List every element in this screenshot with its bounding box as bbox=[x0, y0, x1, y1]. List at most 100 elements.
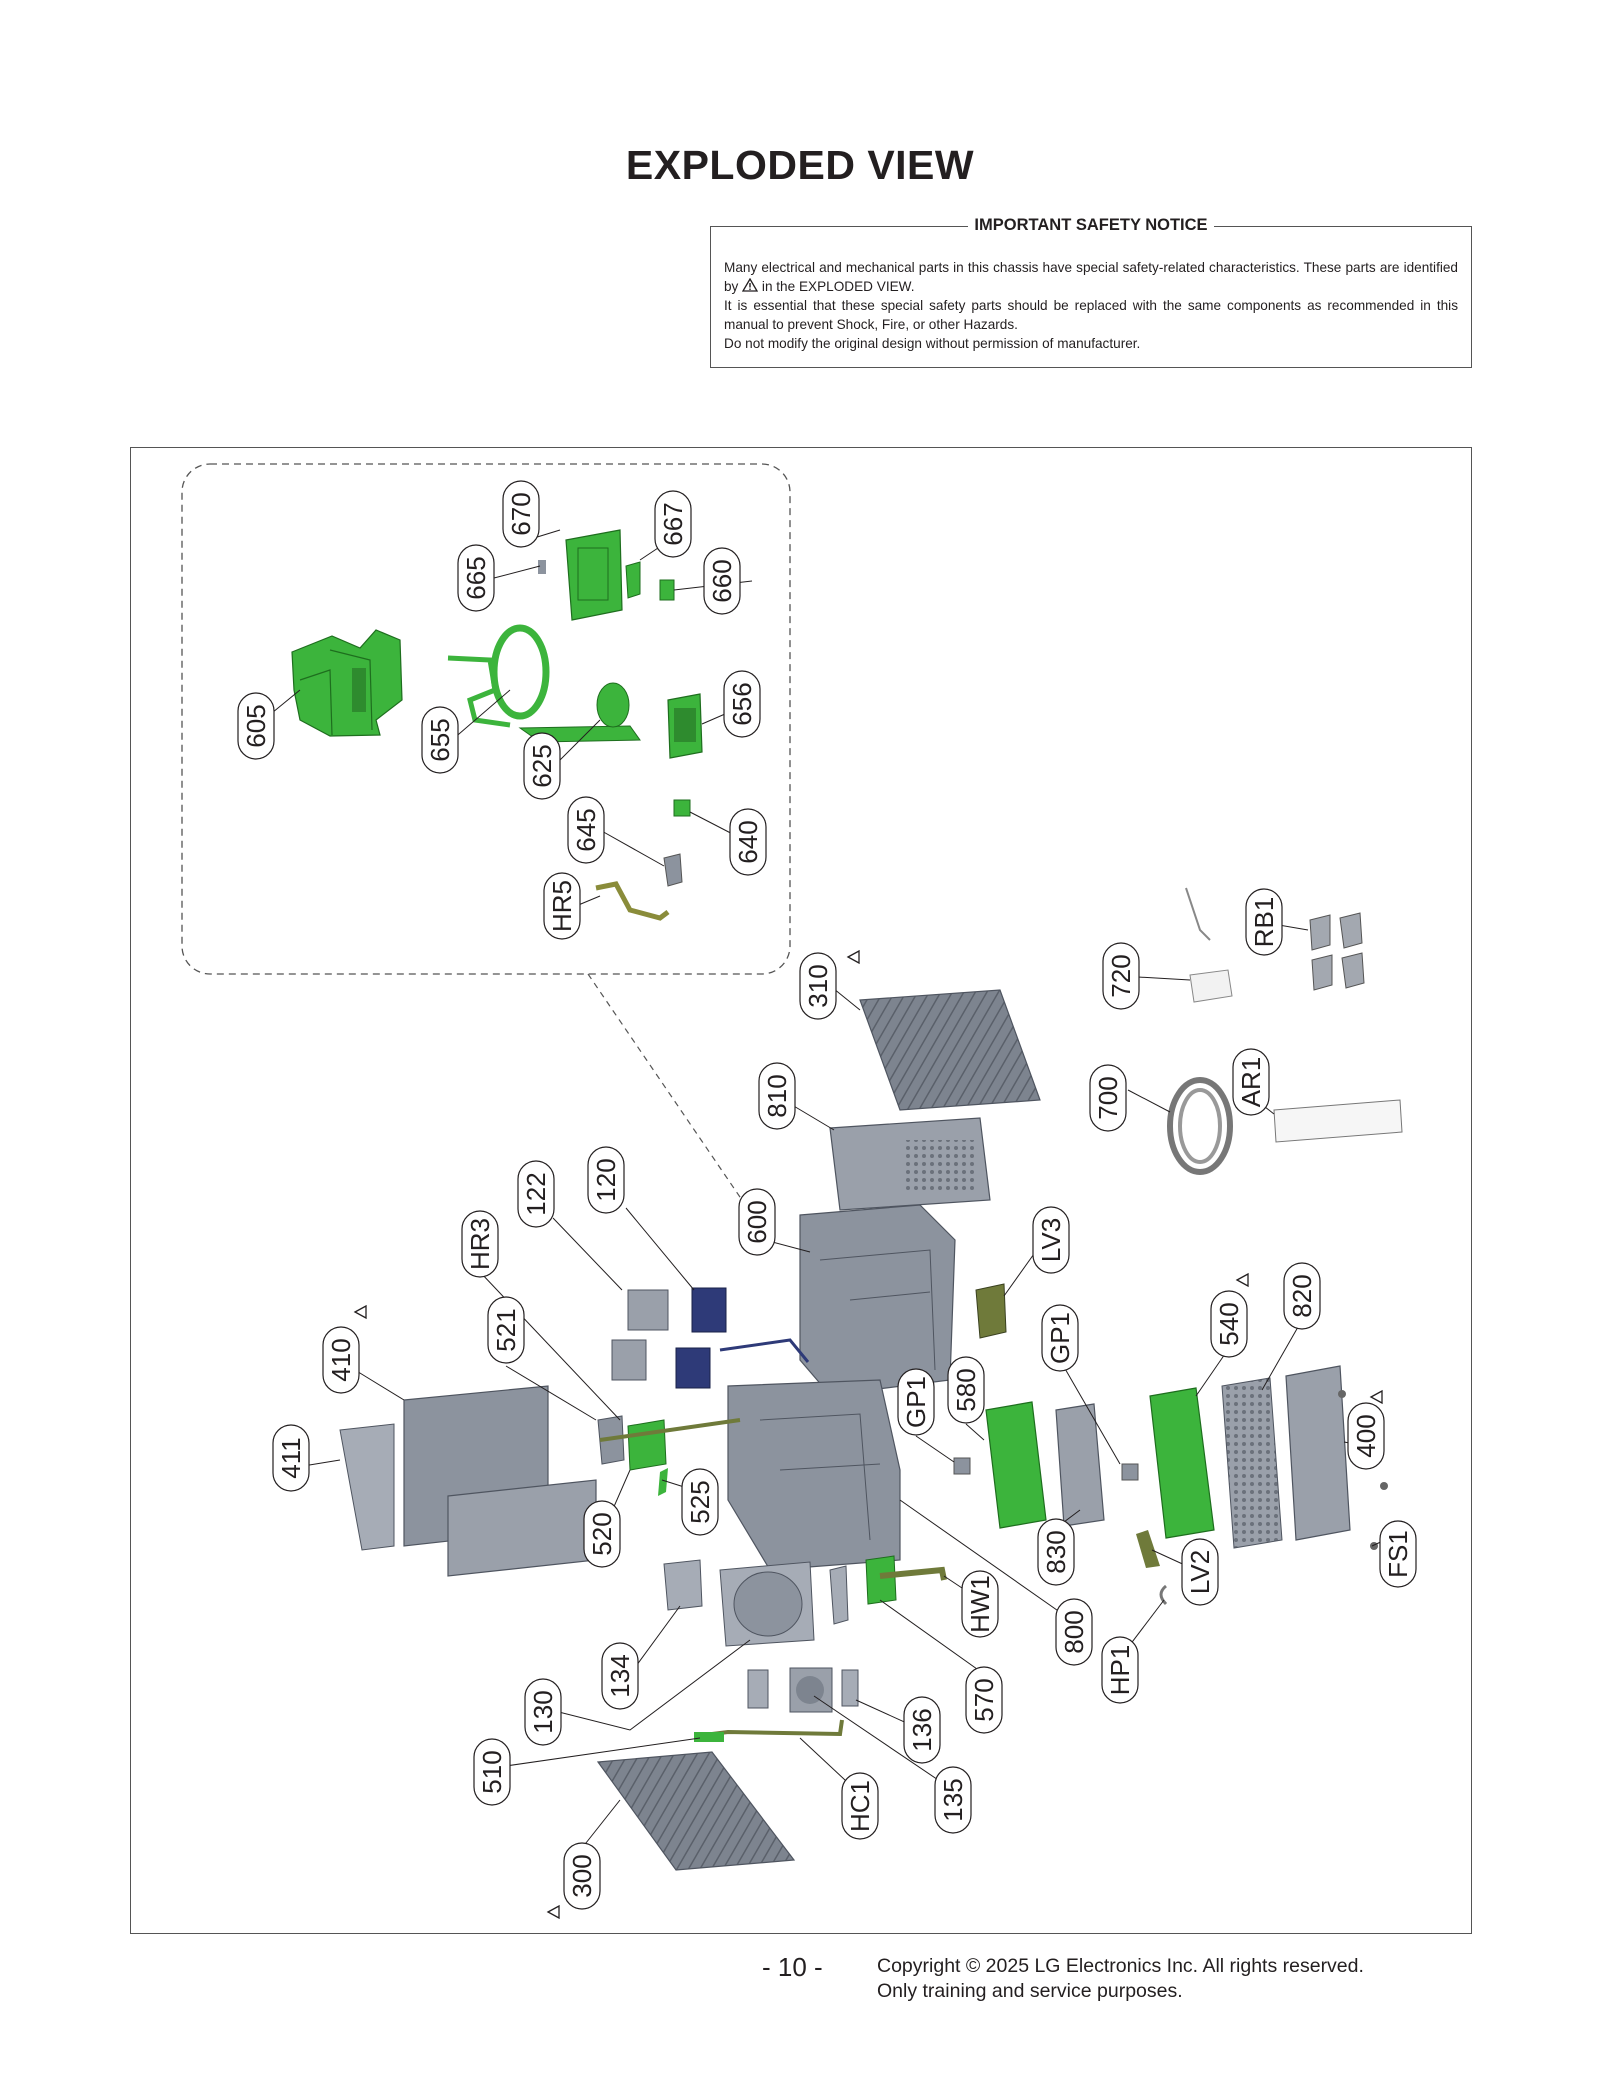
callout-625: 625 bbox=[523, 732, 561, 800]
callout-LV2: LV2 bbox=[1181, 1538, 1219, 1606]
callout-520: 520 bbox=[583, 1500, 621, 1568]
svg-text:540: 540 bbox=[1214, 1302, 1244, 1345]
callout-660: 660 bbox=[703, 547, 741, 615]
callout-656: 656 bbox=[723, 670, 761, 738]
callout-120: 120 bbox=[587, 1146, 625, 1214]
svg-text:LV2: LV2 bbox=[1185, 1550, 1215, 1594]
svg-text:HR3: HR3 bbox=[465, 1218, 495, 1270]
svg-text:670: 670 bbox=[506, 492, 536, 535]
callout-605: 605 bbox=[237, 692, 275, 760]
svg-text:AR1: AR1 bbox=[1236, 1057, 1266, 1108]
safety-notice-heading: IMPORTANT SAFETY NOTICE bbox=[711, 216, 1471, 235]
svg-text:134: 134 bbox=[605, 1654, 635, 1697]
svg-text:700: 700 bbox=[1093, 1076, 1123, 1119]
callout-655: 655 bbox=[421, 706, 459, 774]
callout-810: 810 bbox=[758, 1062, 796, 1130]
safety-notice-box: IMPORTANT SAFETY NOTICE Many electrical … bbox=[710, 216, 1472, 368]
svg-text:130: 130 bbox=[528, 1690, 558, 1733]
diagram-frame bbox=[130, 447, 1472, 1934]
callout-640: 640 bbox=[729, 808, 767, 876]
warning-triangle-icon bbox=[742, 277, 759, 292]
copyright-line: Copyright © 2025 LG Electronics Inc. All… bbox=[877, 1955, 1364, 1977]
warning-icon bbox=[1235, 1272, 1249, 1288]
callout-labels: 670 667 665 660 605 655 625 656 645 640 … bbox=[237, 480, 1417, 1910]
main-parts bbox=[339, 887, 1403, 1871]
callout-130: 130 bbox=[524, 1678, 562, 1746]
page-title: EXPLODED VIEW bbox=[625, 142, 975, 188]
svg-text:521: 521 bbox=[491, 1308, 521, 1351]
callout-525: 525 bbox=[681, 1468, 719, 1536]
callout-HR5: HR5 bbox=[543, 872, 581, 940]
page-number: - 10 - bbox=[762, 1952, 823, 1982]
svg-text:520: 520 bbox=[587, 1512, 617, 1555]
svg-text:667: 667 bbox=[658, 502, 688, 545]
svg-text:300: 300 bbox=[567, 1854, 597, 1897]
callout-600: 600 bbox=[738, 1188, 776, 1256]
warning-icon bbox=[1369, 1389, 1383, 1405]
safety-notice-line-2: It is essential that these special safet… bbox=[724, 298, 1458, 332]
callout-FS1: FS1 bbox=[1379, 1520, 1417, 1588]
callout-540: 540 bbox=[1210, 1290, 1248, 1358]
svg-text:645: 645 bbox=[571, 808, 601, 851]
callout-820: 820 bbox=[1283, 1262, 1321, 1330]
callout-670: 670 bbox=[502, 480, 540, 548]
warning-icon bbox=[353, 1304, 367, 1320]
callout-HC1: HC1 bbox=[841, 1772, 879, 1840]
callout-HW1: HW1 bbox=[961, 1570, 999, 1638]
svg-text:665: 665 bbox=[461, 556, 491, 599]
svg-text:HP1: HP1 bbox=[1105, 1645, 1135, 1696]
svg-text:400: 400 bbox=[1351, 1414, 1381, 1457]
callout-LV3: LV3 bbox=[1032, 1206, 1070, 1274]
svg-text:625: 625 bbox=[527, 744, 557, 787]
leader-lines bbox=[255, 529, 1386, 1849]
callout-HP1: HP1 bbox=[1101, 1636, 1139, 1704]
detail-inset-border bbox=[181, 463, 791, 975]
svg-text:410: 410 bbox=[326, 1338, 356, 1381]
svg-text:655: 655 bbox=[425, 718, 455, 761]
svg-text:120: 120 bbox=[591, 1158, 621, 1201]
svg-text:GP1: GP1 bbox=[1045, 1312, 1075, 1364]
warning-icon bbox=[546, 1904, 560, 1920]
svg-text:FS1: FS1 bbox=[1383, 1530, 1413, 1578]
callout-134: 134 bbox=[601, 1642, 639, 1710]
safety-notice-body: Many electrical and mechanical parts in … bbox=[724, 258, 1458, 353]
callout-135: 135 bbox=[934, 1766, 972, 1834]
callout-720: 720 bbox=[1102, 942, 1140, 1010]
callout-800: 800 bbox=[1055, 1598, 1093, 1666]
callout-122: 122 bbox=[517, 1160, 555, 1228]
callout-AR1: AR1 bbox=[1232, 1048, 1270, 1116]
callout-521: 521 bbox=[487, 1296, 525, 1364]
callout-830: 830 bbox=[1037, 1518, 1075, 1586]
svg-text:GP1: GP1 bbox=[901, 1376, 931, 1428]
svg-text:525: 525 bbox=[685, 1480, 715, 1523]
callout-RB1: RB1 bbox=[1245, 888, 1283, 956]
footer-copyright: Copyright © 2025 LG Electronics Inc. All… bbox=[877, 1954, 1364, 2004]
callout-GP1-left: GP1 bbox=[897, 1368, 935, 1436]
svg-text:411: 411 bbox=[276, 1437, 306, 1478]
svg-text:600: 600 bbox=[742, 1200, 772, 1243]
svg-text:135: 135 bbox=[938, 1778, 968, 1821]
callout-410: 410 bbox=[322, 1326, 360, 1394]
callout-510: 510 bbox=[473, 1738, 511, 1806]
callout-411: 411 bbox=[272, 1424, 310, 1492]
svg-text:RB1: RB1 bbox=[1249, 897, 1279, 948]
svg-text:605: 605 bbox=[241, 704, 271, 747]
svg-text:310: 310 bbox=[803, 964, 833, 1007]
callout-400: 400 bbox=[1347, 1402, 1385, 1470]
purpose-line: Only training and service purposes. bbox=[877, 1980, 1183, 2002]
svg-text:640: 640 bbox=[733, 820, 763, 863]
svg-text:830: 830 bbox=[1041, 1530, 1071, 1573]
callout-667: 667 bbox=[654, 490, 692, 558]
svg-text:122: 122 bbox=[521, 1172, 551, 1215]
svg-text:510: 510 bbox=[477, 1750, 507, 1793]
svg-text:HC1: HC1 bbox=[845, 1780, 875, 1832]
svg-text:820: 820 bbox=[1287, 1274, 1317, 1317]
svg-text:660: 660 bbox=[707, 559, 737, 602]
callout-GP1-right: GP1 bbox=[1041, 1304, 1079, 1372]
callout-310: 310 bbox=[799, 952, 837, 1020]
svg-text:720: 720 bbox=[1106, 954, 1136, 997]
svg-text:LV3: LV3 bbox=[1036, 1218, 1066, 1262]
safety-notice-line-3: Do not modify the original design withou… bbox=[724, 336, 1141, 351]
callout-580: 580 bbox=[947, 1356, 985, 1424]
